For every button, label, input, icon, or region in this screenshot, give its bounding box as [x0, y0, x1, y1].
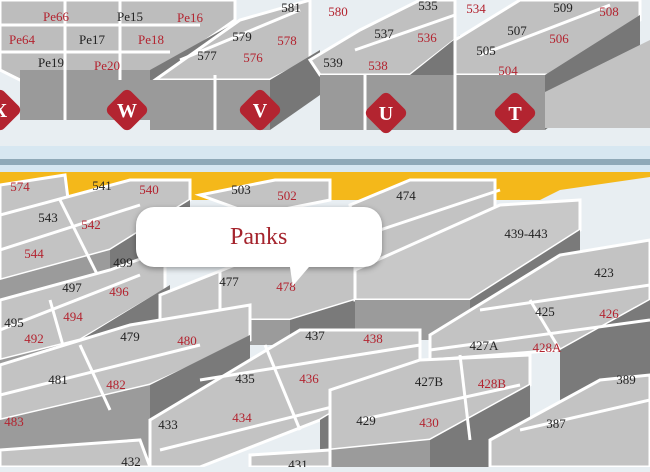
stall-number-label[interactable]: 578 [277, 33, 297, 48]
stall-number-label[interactable]: 492 [24, 331, 44, 346]
stall-number-label[interactable]: Pe18 [138, 32, 164, 47]
stall-number-label[interactable]: 439-443 [504, 226, 547, 241]
stall-number-label[interactable]: Pe20 [94, 58, 120, 73]
section-badge-letter: T [508, 103, 522, 125]
stall-number-label[interactable]: 482 [106, 377, 126, 392]
stall-number-label[interactable]: 539 [323, 55, 343, 70]
stall-number-label[interactable]: 480 [177, 333, 197, 348]
stall-number-label[interactable]: 433 [158, 417, 178, 432]
stall-number-label[interactable]: 537 [374, 26, 394, 41]
stall-number-label[interactable]: 496 [109, 284, 129, 299]
stall-number-label[interactable]: 508 [599, 4, 619, 19]
stall-number-label[interactable]: 499 [113, 255, 133, 270]
stall-number-label[interactable]: 434 [232, 410, 252, 425]
stall-number-label[interactable]: 535 [418, 0, 438, 13]
section-badge-layer: XWVUT [0, 87, 537, 135]
stall-number-label[interactable]: 427B [415, 374, 444, 389]
stall-number-label[interactable]: 477 [219, 274, 239, 289]
stall-number-label[interactable]: 580 [328, 4, 348, 19]
stall-number-label[interactable]: 504 [498, 63, 518, 78]
section-badge-letter: U [379, 103, 393, 125]
stall-number-label[interactable]: 474 [396, 188, 416, 203]
stall-number-label[interactable]: 576 [243, 50, 263, 65]
stall-number-label[interactable]: 437 [305, 328, 325, 343]
canal-edge [0, 159, 650, 165]
stall-number-label[interactable]: Pe17 [79, 32, 106, 47]
stall-number-label[interactable]: 543 [38, 210, 58, 225]
section-badge[interactable]: U [363, 90, 408, 135]
section-badge-letter: V [253, 100, 268, 122]
stall-number-label[interactable]: 426 [599, 306, 619, 321]
location-tooltip[interactable]: Panks [136, 207, 382, 267]
stall-number-label[interactable]: 506 [549, 31, 569, 46]
stall-number-label[interactable]: 389 [616, 372, 636, 387]
lower-block-group [0, 173, 650, 469]
section-badge[interactable]: X [0, 87, 23, 132]
stall-number-label[interactable]: 579 [232, 29, 252, 44]
stall-number-label[interactable]: 432 [121, 454, 141, 469]
stall-number-label[interactable]: 544 [24, 246, 44, 261]
stall-number-label[interactable]: 429 [356, 413, 376, 428]
stall-number-label[interactable]: Pe64 [9, 32, 36, 47]
stall-number-label[interactable]: 502 [277, 188, 297, 203]
tooltip-label: Panks [230, 223, 288, 250]
stall-number-label[interactable]: 574 [10, 179, 30, 194]
section-badge[interactable]: V [237, 87, 282, 132]
stall-number-label[interactable]: 495 [4, 315, 24, 330]
stall-number-label[interactable]: 430 [419, 415, 439, 430]
stall-number-label[interactable]: 541 [92, 178, 112, 193]
stall-number-label[interactable]: Pe19 [38, 55, 64, 70]
stall-number-label[interactable]: 497 [62, 280, 82, 295]
stall-number-label[interactable]: 387 [546, 416, 566, 431]
stall-number-label[interactable]: 581 [281, 0, 301, 15]
stall-number-label[interactable]: 478 [276, 279, 296, 294]
stall-number-label[interactable]: Pe66 [43, 9, 70, 24]
stall-number-label[interactable]: 577 [197, 48, 217, 63]
stall-number-label[interactable]: 494 [63, 309, 83, 324]
stall-number-label[interactable]: 428B [478, 376, 507, 391]
stall-number-label[interactable]: 481 [48, 372, 68, 387]
section-badge[interactable]: W [104, 87, 149, 132]
stall-number-label[interactable]: 425 [535, 304, 555, 319]
section-badge-letter: W [117, 100, 137, 122]
stall-number-label[interactable]: 423 [594, 265, 614, 280]
stall-number-label[interactable]: 503 [231, 182, 251, 197]
stall-number-label[interactable]: 435 [235, 371, 255, 386]
stall-number-label[interactable]: 538 [368, 58, 388, 73]
stall-number-label[interactable]: 534 [466, 1, 486, 16]
stall-number-label[interactable]: 540 [139, 182, 159, 197]
top-block-group [0, 0, 650, 130]
section-badge-letter: X [0, 100, 8, 122]
stall-number-label[interactable]: 479 [120, 329, 140, 344]
section-badge[interactable]: T [492, 90, 537, 135]
stall-number-label[interactable]: Pe15 [117, 9, 143, 24]
stall-number-label[interactable]: Pe16 [177, 10, 204, 25]
stall-number-label[interactable]: 483 [4, 414, 24, 429]
stall-number-label[interactable]: 542 [81, 217, 101, 232]
stall-number-label[interactable]: 427A [470, 338, 500, 353]
stall-number-label[interactable]: 431 [288, 457, 308, 472]
stall-number-label[interactable]: 536 [417, 30, 437, 45]
stall-number-label[interactable]: 436 [299, 371, 319, 386]
stall-number-label[interactable]: 507 [507, 23, 527, 38]
stall-number-label[interactable]: 428A [533, 340, 563, 355]
stall-number-label[interactable]: 505 [476, 43, 496, 58]
stall-number-label[interactable]: 509 [553, 0, 573, 15]
stall-number-label[interactable]: 438 [363, 331, 383, 346]
